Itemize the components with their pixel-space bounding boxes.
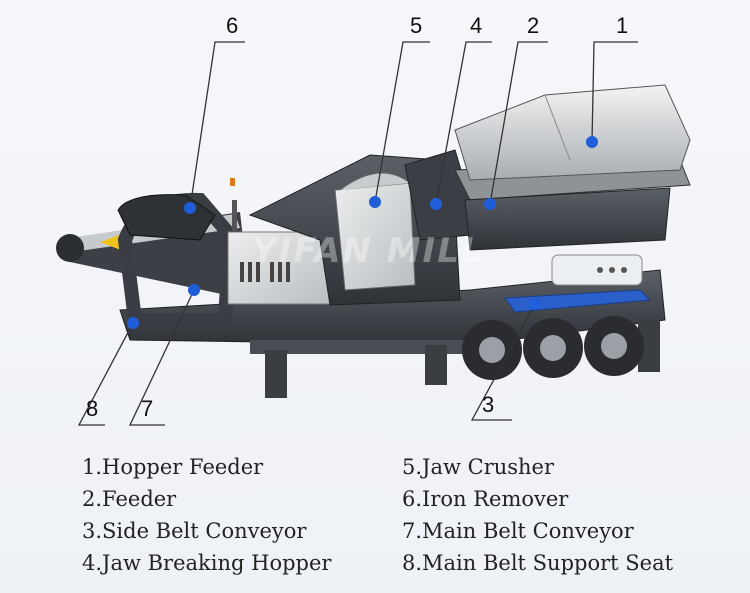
legend-item-4: 4.Jaw Breaking Hopper <box>82 551 332 575</box>
leader-line-8 <box>77 322 134 426</box>
callout-number-5: 5 <box>410 13 422 38</box>
legend-item-7: 7.Main Belt Conveyor <box>402 519 634 543</box>
legend-item-5: 5.Jaw Crusher <box>402 455 555 479</box>
legend-item-3: 3.Side Belt Conveyor <box>82 519 307 543</box>
marker-2 <box>484 198 496 210</box>
marker-1 <box>586 136 598 148</box>
leader-line-5 <box>374 41 430 203</box>
legend-item-1: 1.Hopper Feeder <box>82 455 264 479</box>
callout-number-6: 6 <box>226 13 238 38</box>
legend-item-8: 8.Main Belt Support Seat <box>402 551 674 575</box>
leader-line-1 <box>591 41 638 143</box>
leader-lines <box>77 41 638 426</box>
callout-number-7: 7 <box>141 396 153 421</box>
callout-number-3: 3 <box>482 392 494 417</box>
marker-5 <box>369 196 381 208</box>
callout-number-8: 8 <box>86 396 98 421</box>
callout-number-2: 2 <box>527 13 539 38</box>
callout-number-4: 4 <box>470 13 482 38</box>
leader-line-3 <box>470 303 536 421</box>
callout-number-1: 1 <box>616 13 628 38</box>
marker-3 <box>529 298 541 310</box>
legend-item-6: 6.Iron Remover <box>402 487 569 511</box>
leader-line-4 <box>435 41 492 205</box>
control-panel <box>551 254 643 286</box>
marker-7 <box>188 284 200 296</box>
chassis <box>119 269 666 398</box>
power-unit <box>227 178 334 305</box>
marker-4 <box>430 198 442 210</box>
marker-6 <box>184 202 196 214</box>
side-belt-conveyor <box>504 289 652 313</box>
legend-item-2: 2.Feeder <box>82 487 177 511</box>
watermark: YIFAN MILL <box>252 231 485 271</box>
leader-line-2 <box>489 41 548 205</box>
leader-line-7 <box>128 289 195 426</box>
marker-8 <box>127 317 139 329</box>
jaw-crusher <box>248 154 461 306</box>
markers <box>127 136 598 329</box>
wheels <box>462 316 644 380</box>
hopper-feeder <box>454 84 691 181</box>
leader-line-6 <box>189 41 245 209</box>
